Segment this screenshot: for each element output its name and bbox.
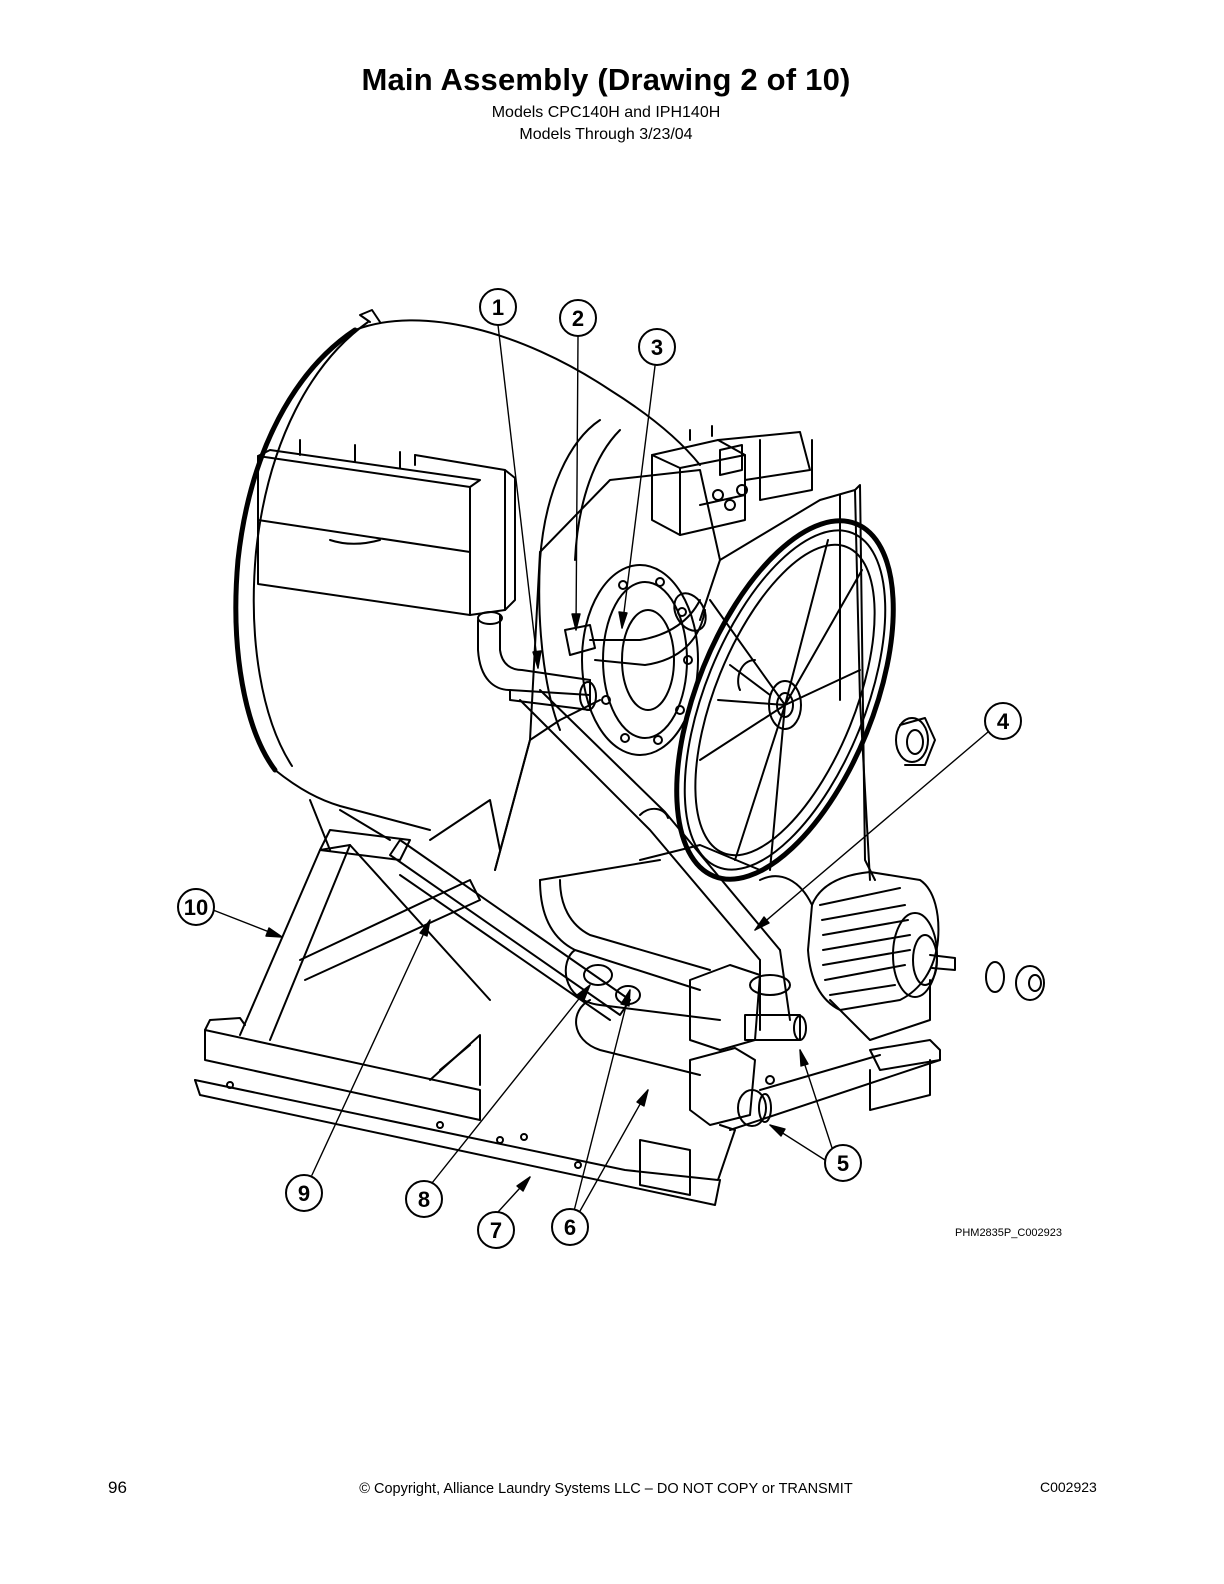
models-through-subtitle: Models Through 3/23/04: [519, 126, 693, 143]
control-box: [651, 425, 813, 536]
callout-5-label: 5: [837, 1151, 849, 1176]
callout-7-label: 7: [490, 1218, 502, 1243]
callout-3-label: 3: [651, 335, 663, 360]
callout-6-label: 6: [564, 1215, 576, 1240]
leader-lines: [212, 324, 989, 1213]
callout-4: 4: [984, 702, 1022, 740]
copyright-notice: © Copyright, Alliance Laundry Systems LL…: [359, 1481, 853, 1497]
callout-10-label: 10: [184, 895, 208, 920]
bearing-housing: [581, 564, 699, 756]
piping: [477, 592, 807, 1127]
frame-housing: [494, 469, 876, 881]
callout-10: 10: [177, 888, 215, 926]
drawing-code: PHM2835P_C002923: [955, 1227, 1063, 1239]
callout-7: 7: [477, 1211, 515, 1249]
callout-8: 8: [405, 1180, 443, 1218]
callout-4-label: 4: [997, 709, 1010, 734]
page-number: 96: [108, 1478, 127, 1497]
callout-2-label: 2: [572, 306, 584, 331]
drum-shell: [233, 309, 701, 831]
callout-3: 3: [638, 328, 676, 366]
callout-9-label: 9: [298, 1181, 310, 1206]
callout-5: 5: [824, 1144, 862, 1182]
drum-cover-panel: [257, 439, 516, 616]
callout-2: 2: [559, 299, 597, 337]
models-subtitle: Models CPC140H and IPH140H: [491, 104, 721, 121]
callout-1-label: 1: [492, 295, 504, 320]
page-title: Main Assembly (Drawing 2 of 10): [361, 62, 851, 97]
callout-8-label: 8: [418, 1187, 430, 1212]
callout-6: 6: [551, 1208, 589, 1246]
loose-bearing-parts: [895, 717, 1045, 1001]
drive-motor: [759, 871, 956, 1041]
document-id: C002923: [1040, 1479, 1097, 1495]
callout-1: 1: [479, 288, 517, 326]
callout-9: 9: [285, 1174, 323, 1212]
pulley-wheel: [674, 518, 896, 882]
